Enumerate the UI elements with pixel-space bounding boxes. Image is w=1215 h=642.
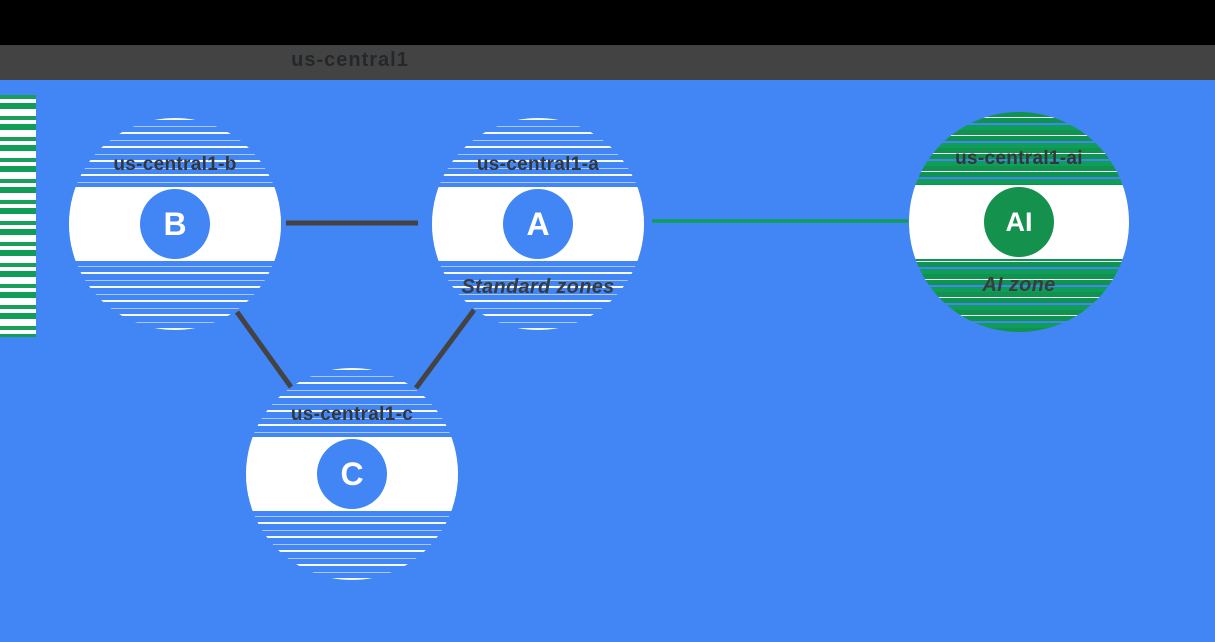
zone-label-b: us-central1-b xyxy=(113,154,237,175)
zone-letter-ai: AI xyxy=(1005,206,1033,237)
zone-caption-ai: AI zone xyxy=(982,274,1056,296)
zone-label-ai: us-central1-ai xyxy=(955,148,1083,169)
zone-node-a: us-central1-a A Standard zones xyxy=(432,118,644,330)
zone-node-b: us-central1-b B xyxy=(69,118,281,330)
zone-letter-b: B xyxy=(163,205,187,242)
zone-label-a: us-central1-a xyxy=(476,154,600,175)
zone-node-ai: us-central1-ai AI AI zone xyxy=(909,112,1129,332)
zone-letter-circle-c: C xyxy=(317,439,387,509)
region-label: us-central1 xyxy=(291,49,409,71)
zone-letter-circle-ai: AI xyxy=(984,187,1054,257)
top-black-strip xyxy=(0,0,1215,45)
zone-letter-circle-a: A xyxy=(503,189,573,259)
glitch-artifact xyxy=(0,95,36,337)
zone-caption-a: Standard zones xyxy=(461,276,615,298)
zone-letter-c: C xyxy=(340,455,364,492)
zone-letter-a: A xyxy=(526,205,550,242)
zone-node-c: us-central1-c C xyxy=(246,368,458,580)
zone-label-c: us-central1-c xyxy=(290,404,414,425)
zone-letter-circle-b: B xyxy=(140,189,210,259)
region-header-bar xyxy=(0,45,1215,80)
